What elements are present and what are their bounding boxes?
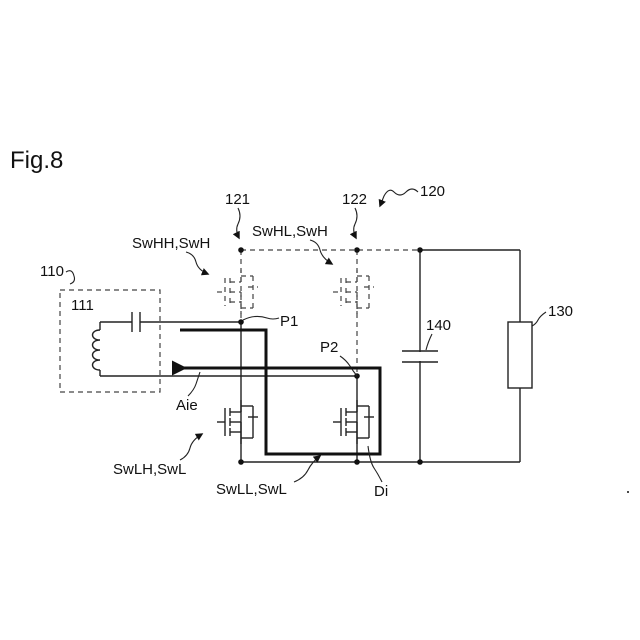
leader-swlh xyxy=(180,434,202,460)
figure-title: Fig.8 xyxy=(10,147,63,174)
switch-swhl xyxy=(333,270,374,314)
leader-122 xyxy=(354,208,357,238)
leader-121 xyxy=(237,208,240,238)
switch-swlh xyxy=(217,400,258,444)
leader-140 xyxy=(426,334,432,350)
leader-swhl xyxy=(310,240,332,264)
label-p2: P2 xyxy=(320,339,338,356)
switch-swhh xyxy=(217,270,258,314)
label-swhl: SwHL,SwH xyxy=(252,223,328,240)
ref-122: 122 xyxy=(342,191,367,208)
ref-130: 130 xyxy=(548,303,573,320)
node-p1 xyxy=(238,319,244,325)
coil xyxy=(93,330,101,370)
leader-p2 xyxy=(340,356,357,376)
leader-swll xyxy=(294,456,320,482)
leader-120 xyxy=(380,189,418,206)
leader-130 xyxy=(532,312,546,326)
leader-p1 xyxy=(243,316,279,320)
ref-120: 120 xyxy=(420,183,445,200)
label-swlh: SwLH,SwL xyxy=(113,461,186,478)
load-resistor xyxy=(508,322,532,388)
current-path-aie xyxy=(180,330,380,454)
ref-121: 121 xyxy=(225,191,250,208)
label-swhh: SwHH,SwH xyxy=(132,235,210,252)
switch-swll xyxy=(333,400,374,444)
leader-110 xyxy=(66,271,75,284)
label-p1: P1 xyxy=(280,313,298,330)
ref-110: 110 xyxy=(40,263,64,280)
label-aie: Aie xyxy=(176,397,198,414)
stray-mark xyxy=(627,491,629,493)
label-di: Di xyxy=(374,483,388,500)
ref-140: 140 xyxy=(426,317,451,334)
ref-111: 111 xyxy=(71,297,94,314)
label-swll: SwLL,SwL xyxy=(216,481,287,498)
leader-swhh xyxy=(186,252,208,274)
